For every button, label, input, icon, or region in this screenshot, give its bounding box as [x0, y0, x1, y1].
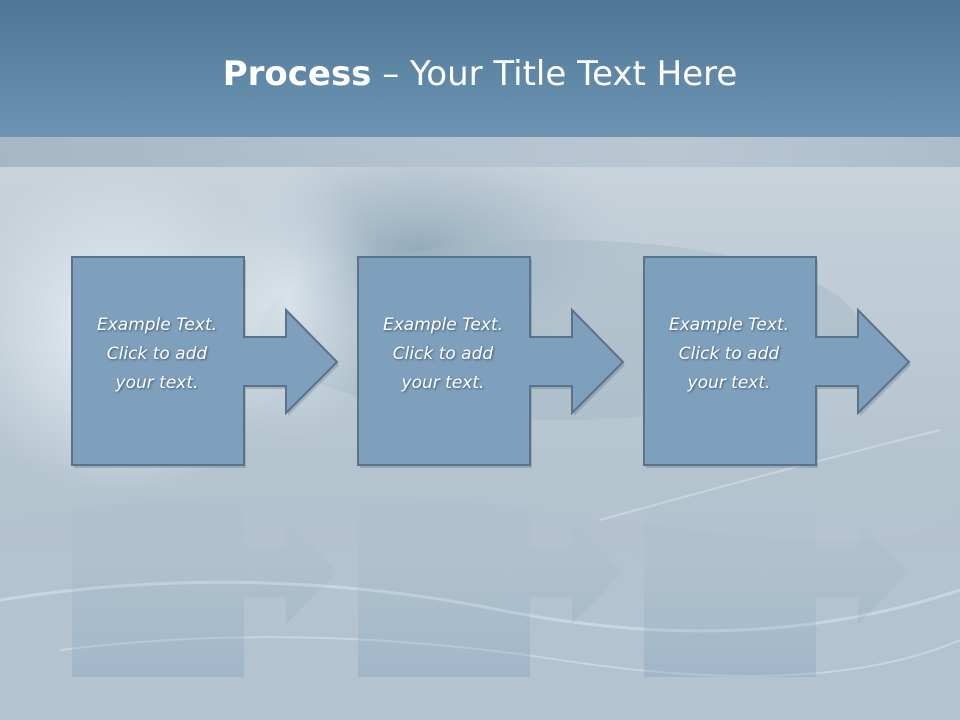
- step-1-reflection: [72, 469, 337, 677]
- step-2-box-arrow[interactable]: [357, 256, 625, 466]
- step-3-line-2: Click to add: [678, 344, 780, 364]
- slide-title[interactable]: Process – Your Title Text Here: [0, 48, 960, 100]
- step-1-line-1: Example Text.: [96, 315, 218, 335]
- step-3-text[interactable]: Example Text. Click to add your text.: [644, 311, 814, 398]
- title-rest-part: – Your Title Text Here: [371, 54, 738, 94]
- step-1-text[interactable]: Example Text. Click to add your text.: [72, 311, 242, 398]
- step-1-box-arrow[interactable]: [71, 256, 339, 466]
- title-accent-strip: [0, 137, 960, 167]
- title-bar: [0, 0, 960, 137]
- step-3-reflection: [644, 469, 909, 677]
- step-2-line-2: Click to add: [392, 344, 494, 364]
- step-2-line-3: your text.: [401, 373, 485, 393]
- step-3-box-arrow[interactable]: [643, 256, 911, 466]
- step-3-line-1: Example Text.: [668, 315, 790, 335]
- step-2-line-1: Example Text.: [382, 315, 504, 335]
- step-1-line-2: Click to add: [106, 344, 208, 364]
- step-1-line-3: your text.: [115, 373, 199, 393]
- title-bold-part: Process: [222, 54, 372, 94]
- step-3-line-3: your text.: [687, 373, 771, 393]
- step-2-reflection: [358, 469, 623, 677]
- step-2-text[interactable]: Example Text. Click to add your text.: [358, 311, 528, 398]
